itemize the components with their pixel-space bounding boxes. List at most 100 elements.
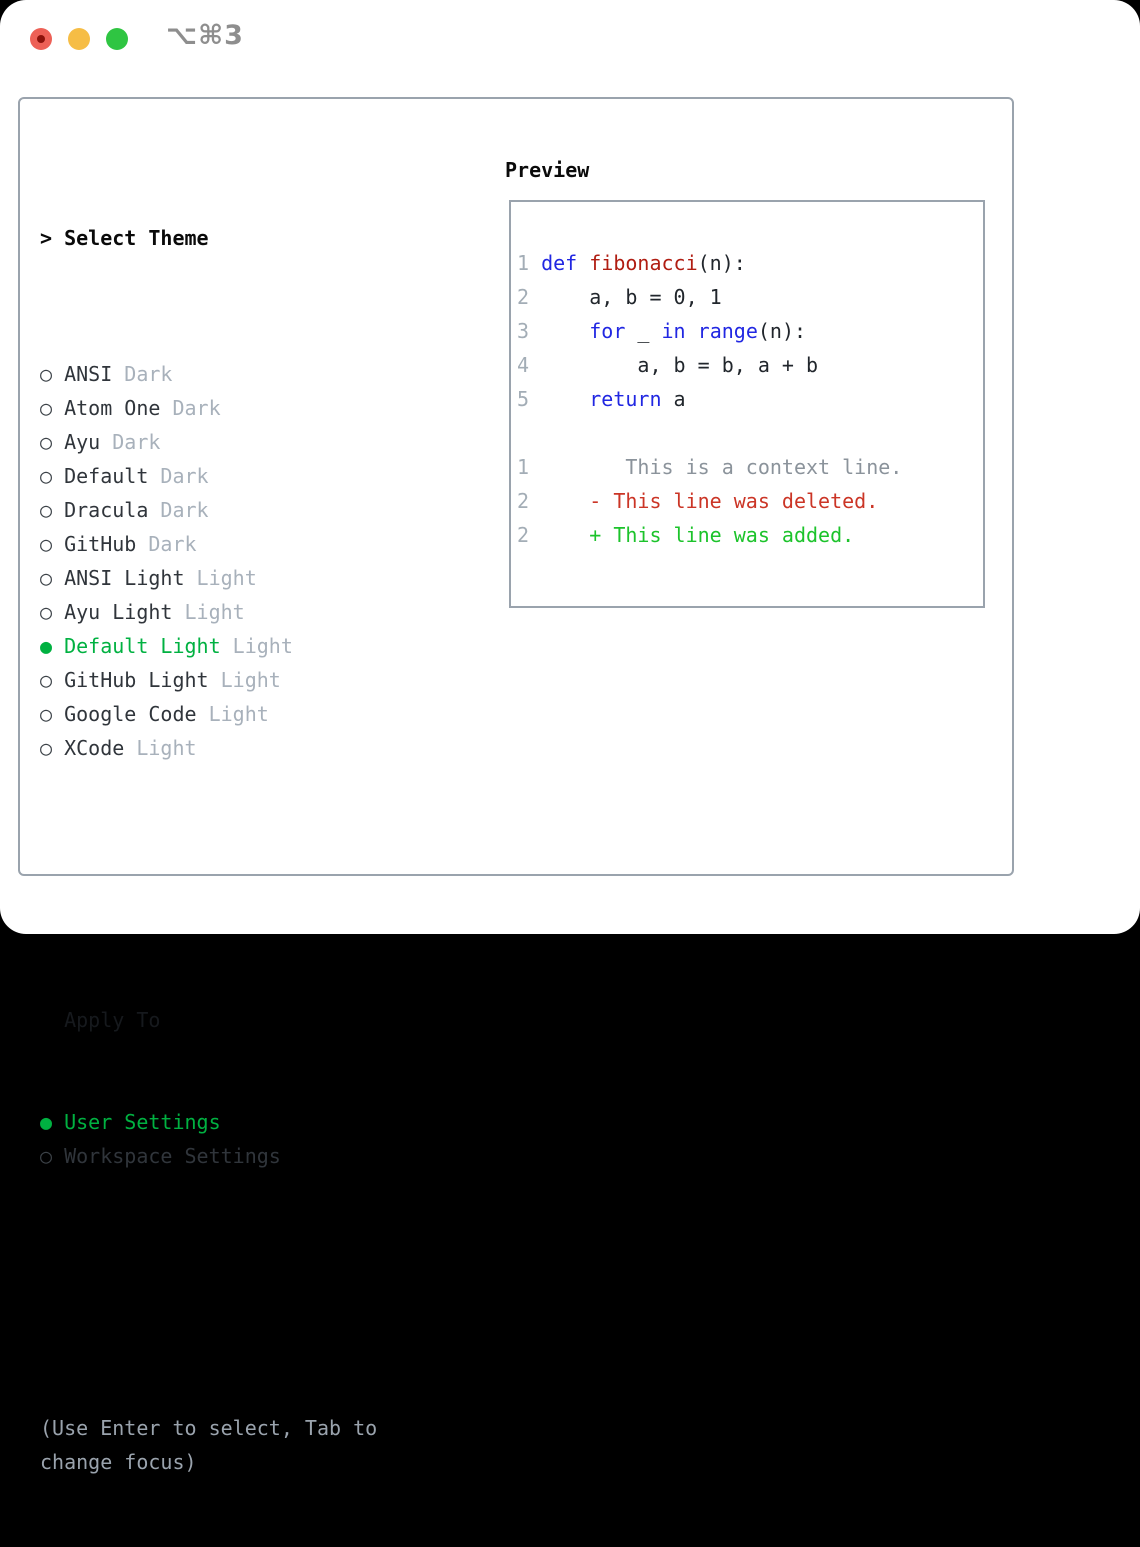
apply-to-options-list: ● User Settings○ Workspace Settings xyxy=(40,1105,377,1173)
code-segment: 1 xyxy=(517,455,530,479)
apply-option-label: User Settings xyxy=(64,1110,221,1134)
help-text-line: (Use Enter to select, Tab to xyxy=(40,1416,378,1440)
code-segment xyxy=(529,455,625,479)
code-segment: 2 xyxy=(517,523,530,547)
theme-variant-label: Light xyxy=(184,566,257,590)
apply-option-label: Workspace Settings xyxy=(64,1144,281,1168)
radio-icon: ○ xyxy=(40,430,65,454)
theme-name: GitHub Light xyxy=(64,668,209,692)
radio-icon: ○ xyxy=(40,1144,65,1168)
code-segment: _ xyxy=(625,319,662,343)
theme-name: GitHub xyxy=(64,532,137,556)
code-segment: This is a context line. xyxy=(625,455,903,479)
theme-option-ansi-light[interactable]: ○ ANSI Light Light xyxy=(40,561,377,595)
theme-variant-label: Light xyxy=(220,634,293,658)
theme-name: Google Code xyxy=(64,702,197,726)
radio-icon: ○ xyxy=(40,702,65,726)
apply-option-workspace-settings[interactable]: ○ Workspace Settings xyxy=(40,1139,377,1173)
theme-selector: > Select Theme ○ ANSI Dark○ Atom One Dar… xyxy=(40,153,377,1547)
theme-option-default-light[interactable]: ● Default Light Light xyxy=(40,629,377,663)
code-segment: in xyxy=(661,319,686,343)
code-line: 2 a, b = 0, 1 xyxy=(517,280,983,314)
apply-to-header: Apply To xyxy=(64,1008,161,1032)
theme-name: ANSI xyxy=(64,362,113,386)
code-segment: 3 xyxy=(517,319,530,343)
code-segment: 4 xyxy=(517,353,530,377)
code-segment: range xyxy=(697,319,758,343)
code-segment: (n): xyxy=(757,319,807,343)
radio-icon: ○ xyxy=(40,600,65,624)
code-line: 2 + This line was added. xyxy=(517,518,983,552)
code-segment xyxy=(529,387,589,411)
select-theme-label: Select Theme xyxy=(64,226,209,250)
radio-icon: ○ xyxy=(40,498,65,522)
radio-icon: ○ xyxy=(40,396,65,420)
radio-icon: ○ xyxy=(40,464,65,488)
window-title: ⌥⌘3 xyxy=(166,20,244,51)
code-line: 1 def fibonacci(n): xyxy=(517,246,983,280)
code-line: 4 a, b = b, a + b xyxy=(517,348,983,382)
preview-header: Preview xyxy=(505,158,590,182)
select-theme-header: > Select Theme xyxy=(40,221,377,255)
code-line: 5 return a xyxy=(517,382,983,416)
code-line: 3 for _ in range(n): xyxy=(517,314,983,348)
spacer xyxy=(40,1275,377,1309)
radio-icon: ○ xyxy=(40,362,65,386)
code-segment: 1 xyxy=(517,251,542,275)
theme-options-list: ○ ANSI Dark○ Atom One Dark○ Ayu Dark○ De… xyxy=(40,357,377,765)
theme-option-ayu-light[interactable]: ○ Ayu Light Light xyxy=(40,595,377,629)
theme-option-github[interactable]: ○ GitHub Dark xyxy=(40,527,377,561)
code-segment: 2 xyxy=(517,489,530,513)
spacer xyxy=(40,867,377,901)
zoom-button[interactable] xyxy=(106,28,128,50)
close-button[interactable] xyxy=(30,28,52,50)
theme-option-ansi[interactable]: ○ ANSI Dark xyxy=(40,357,377,391)
theme-option-ayu[interactable]: ○ Ayu Dark xyxy=(40,425,377,459)
theme-name: Ayu Light xyxy=(64,600,173,624)
focus-cursor-icon: > xyxy=(40,226,65,250)
theme-variant-label: Light xyxy=(196,702,269,726)
code-line xyxy=(517,416,983,450)
theme-option-xcode[interactable]: ○ XCode Light xyxy=(40,731,377,765)
help-text-line: change focus) xyxy=(40,1450,197,1474)
preview-pane: Preview 1 def fibonacci(n):2 a, b = 0, 1… xyxy=(497,153,997,608)
radio-selected-icon: ● xyxy=(40,1110,65,1134)
code-segment xyxy=(577,251,589,275)
theme-name: XCode xyxy=(64,736,125,760)
title-bar: ⌥⌘3 xyxy=(0,0,1140,80)
code-segment: a, b = 0, 1 xyxy=(529,285,722,309)
code-segment: def xyxy=(541,251,578,275)
theme-option-github-light[interactable]: ○ GitHub Light Light xyxy=(40,663,377,697)
theme-option-atom-one[interactable]: ○ Atom One Dark xyxy=(40,391,377,425)
theme-option-default[interactable]: ○ Default Dark xyxy=(40,459,377,493)
theme-variant-label: Dark xyxy=(112,362,173,386)
app-window: ⌥⌘3 > Select Theme ○ ANSI Dark○ Atom One… xyxy=(0,0,1140,1474)
theme-name: Atom One xyxy=(64,396,161,420)
radio-icon: ○ xyxy=(40,736,65,760)
code-segment: return xyxy=(589,387,662,411)
main-panel: > Select Theme ○ ANSI Dark○ Atom One Dar… xyxy=(18,97,1014,1474)
theme-option-dracula[interactable]: ○ Dracula Dark xyxy=(40,493,377,527)
radio-icon: ○ xyxy=(40,668,65,692)
help-text: (Use Enter to select, Tab to change focus… xyxy=(40,1411,377,1479)
theme-variant-label: Dark xyxy=(136,532,197,556)
unsaved-dot-icon xyxy=(37,35,45,43)
theme-variant-label: Light xyxy=(172,600,245,624)
code-segment: + This line was added. xyxy=(589,523,855,547)
theme-name: Dracula xyxy=(64,498,149,522)
code-segment: a, b = b, a + b xyxy=(529,353,819,377)
code-segment: for xyxy=(589,319,626,343)
minimize-button[interactable] xyxy=(68,28,90,50)
apply-option-user-settings[interactable]: ● User Settings xyxy=(40,1105,377,1139)
theme-option-google-code[interactable]: ○ Google Code Light xyxy=(40,697,377,731)
radio-icon: ○ xyxy=(40,532,65,556)
code-segment xyxy=(529,523,589,547)
code-segment xyxy=(529,489,589,513)
code-segment xyxy=(686,319,698,343)
theme-variant-label: Dark xyxy=(160,396,221,420)
radio-icon: ○ xyxy=(40,566,65,590)
theme-name: Default Light xyxy=(64,634,221,658)
theme-variant-label: Light xyxy=(124,736,197,760)
